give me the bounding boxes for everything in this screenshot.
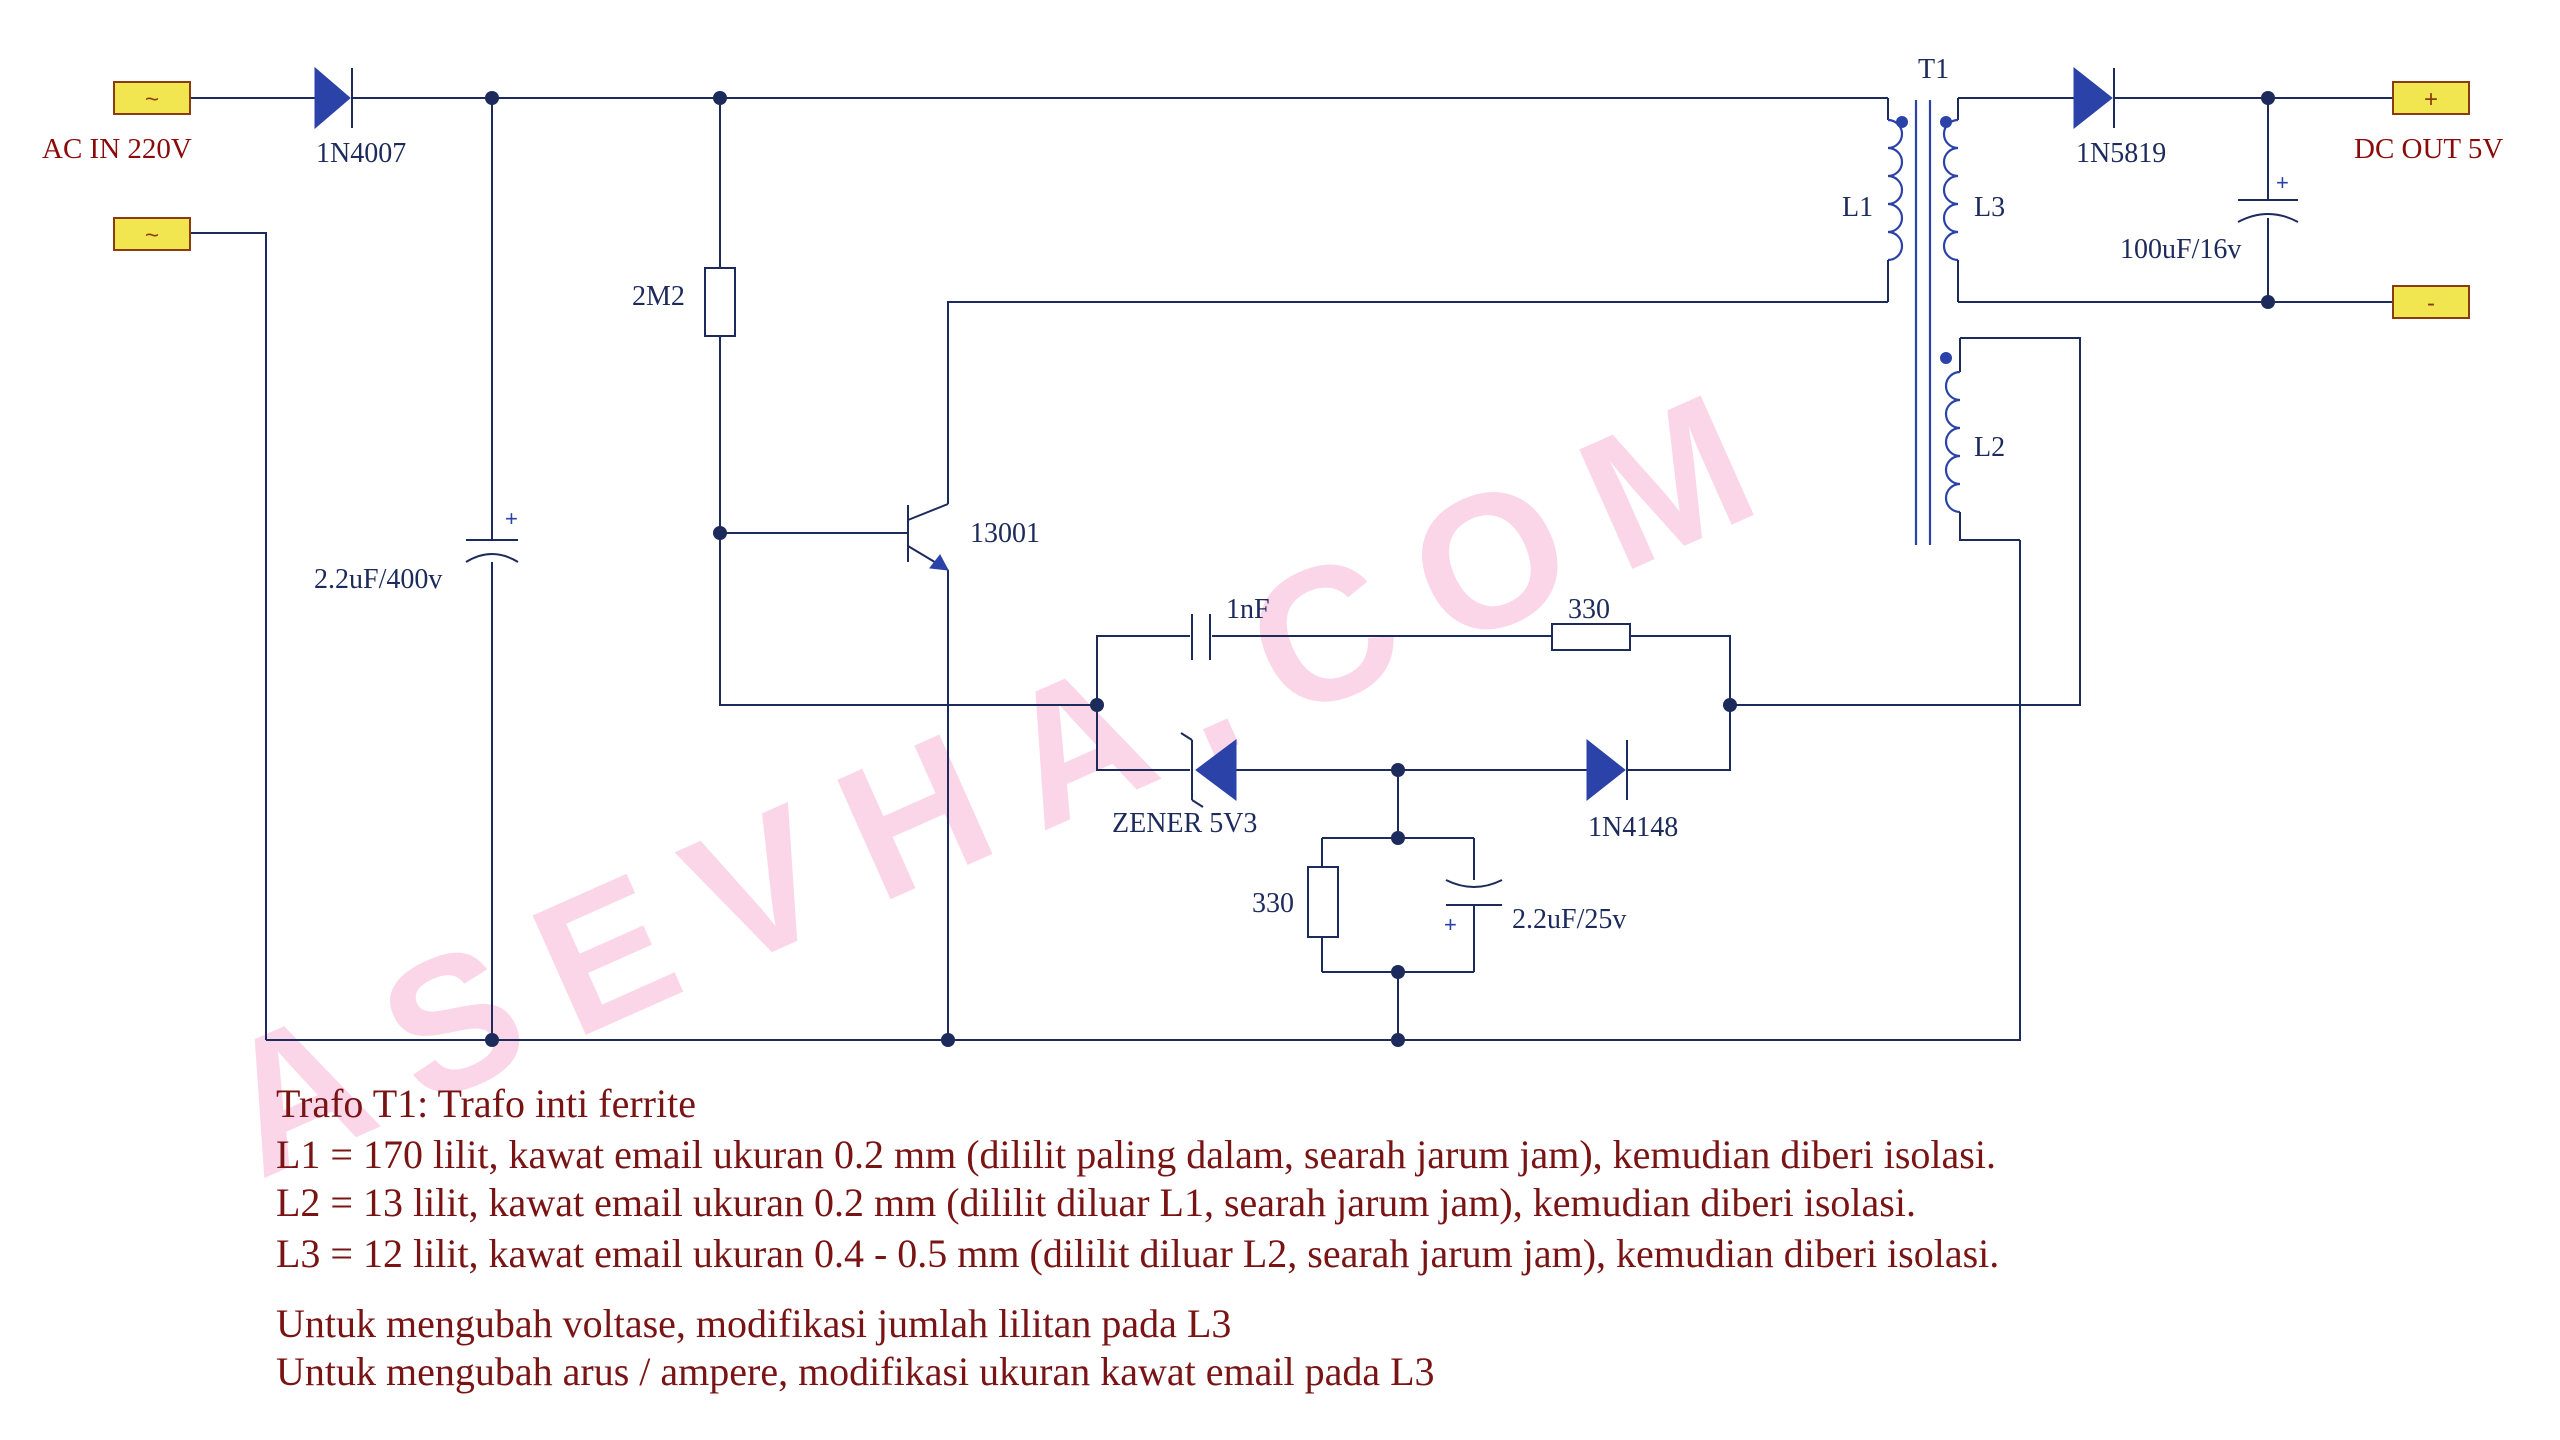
resistor-330-bottom xyxy=(1307,866,1339,938)
label-1n5819: 1N5819 xyxy=(2076,138,2166,169)
zener-diode-5v3 xyxy=(1180,732,1237,808)
label-c1: 2.2uF/400v xyxy=(314,564,442,595)
resistor-330-top xyxy=(1551,623,1631,651)
label-330-bottom: 330 xyxy=(1252,888,1294,919)
svg-text:-: - xyxy=(2427,290,2435,317)
dc-output-connector-minus: - xyxy=(2392,285,2470,319)
label-l1: L1 xyxy=(1842,192,1873,223)
note-line: Untuk mengubah arus / ampere, modifikasi… xyxy=(276,1349,1435,1394)
diode-1n5819 xyxy=(2073,66,2115,130)
resistor-2m2 xyxy=(704,267,736,337)
note-line: Untuk mengubah voltase, modifikasi jumla… xyxy=(276,1301,1231,1346)
svg-text:+: + xyxy=(2276,170,2289,195)
capacitor-c3: + xyxy=(1444,879,1503,937)
diode-1n4148 xyxy=(1586,738,1628,802)
note-line: L1 = 170 lilit, kawat email ukuran 0.2 m… xyxy=(276,1132,1996,1177)
svg-text:~: ~ xyxy=(145,86,159,113)
label-c4: 100uF/16v xyxy=(2120,234,2241,265)
label-c3: 2.2uF/25v xyxy=(1512,904,1626,935)
label-l2: L2 xyxy=(1974,432,2005,463)
svg-text:+: + xyxy=(505,506,518,531)
note-line: L3 = 12 lilit, kawat email ukuran 0.4 - … xyxy=(276,1231,1999,1276)
label-ac-in: AC IN 220V xyxy=(42,133,192,165)
label-1nf: 1nF xyxy=(1226,594,1270,625)
note-line: L2 = 13 lilit, kawat email ukuran 0.2 mm… xyxy=(276,1180,1916,1225)
capacitor-c1: + xyxy=(465,506,519,563)
svg-text:~: ~ xyxy=(145,222,159,249)
label-t1: T1 xyxy=(1918,54,1949,85)
svg-text:+: + xyxy=(1444,912,1457,937)
transistor-13001 xyxy=(907,503,949,571)
diode-1n4007 xyxy=(314,66,353,130)
wires xyxy=(190,97,2393,1041)
label-1n4148: 1N4148 xyxy=(1588,812,1678,843)
component-labels: AC IN 220V 1N4007 2.2uF/400v 2M2 13001 1… xyxy=(42,54,2503,935)
ac-input-connector-bottom: ~ xyxy=(113,217,191,251)
label-l3: L3 xyxy=(1974,192,2005,223)
label-330-top: 330 xyxy=(1568,594,1610,625)
note-line: Trafo T1: Trafo inti ferrite xyxy=(276,1081,696,1126)
capacitor-c4: + xyxy=(2237,170,2299,223)
junction-nodes xyxy=(485,91,2275,1047)
svg-text:+: + xyxy=(2424,86,2438,113)
ac-input-connector-top: ~ xyxy=(113,81,191,115)
construction-notes: Trafo T1: Trafo inti ferrite L1 = 170 li… xyxy=(276,1081,1999,1394)
capacitor-1nf xyxy=(1191,614,1211,660)
label-zener: ZENER 5V3 xyxy=(1112,808,1257,839)
label-dc-out: DC OUT 5V xyxy=(2354,133,2503,165)
transformer-t1 xyxy=(1887,98,2020,545)
label-2m2: 2M2 xyxy=(632,281,685,312)
label-13001: 13001 xyxy=(970,518,1040,549)
label-1n4007: 1N4007 xyxy=(316,138,406,169)
dc-output-connector-plus: + xyxy=(2392,81,2470,115)
